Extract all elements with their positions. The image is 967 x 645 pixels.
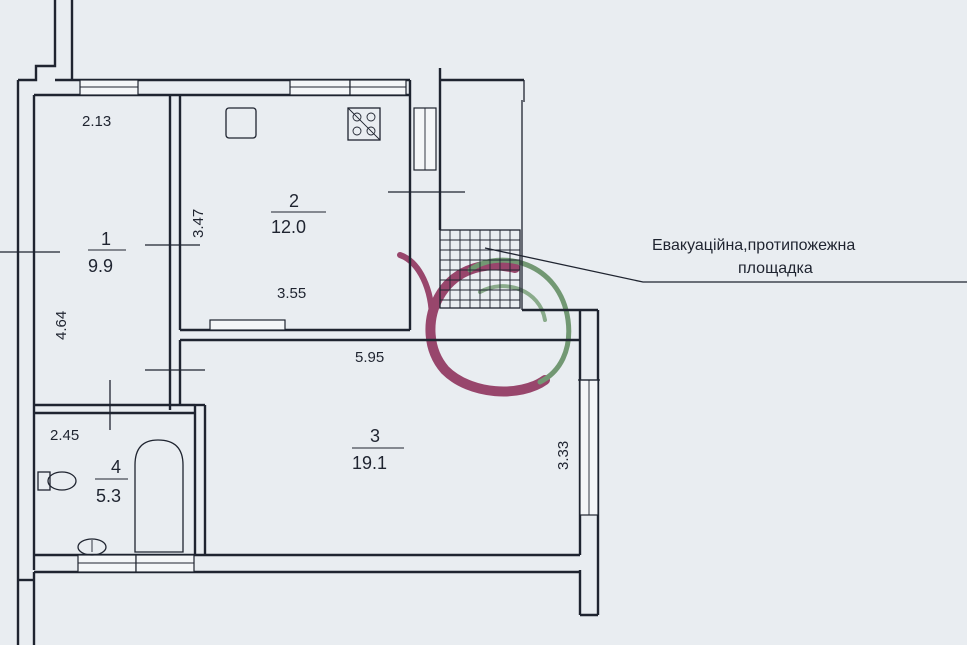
balcony-tile-grid <box>439 229 521 309</box>
svg-text:19.1: 19.1 <box>352 453 387 473</box>
dim-room2-width: 3.55 <box>277 285 306 302</box>
svg-text:5.3: 5.3 <box>96 486 121 506</box>
annotation-line-1: Евакуаційна,протипожежна <box>652 237 855 254</box>
svg-text:12.0: 12.0 <box>271 217 306 237</box>
walls <box>16 0 600 645</box>
dim-room3-width: 5.95 <box>355 349 384 366</box>
dim-room2-height: 3.47 <box>190 209 207 238</box>
fixtures <box>37 107 521 556</box>
dim-room1-length: 4.64 <box>53 311 70 340</box>
dim-room3-height: 3.33 <box>555 441 572 470</box>
room-label-1: 1 9.9 <box>88 229 126 276</box>
toilet-icon <box>37 471 77 491</box>
dim-room4-width: 2.45 <box>50 427 79 444</box>
watermark-logo <box>397 252 572 397</box>
annotation-line-2: площадка <box>738 260 813 277</box>
room-label-3: 3 19.1 <box>352 426 404 473</box>
dim-room1-width: 2.13 <box>82 113 111 130</box>
svg-text:4: 4 <box>111 457 121 477</box>
stove-icon <box>347 107 381 141</box>
svg-text:3: 3 <box>370 426 380 446</box>
axis-ticks <box>0 191 600 430</box>
washbasin-icon <box>77 538 107 556</box>
room-label-2: 2 12.0 <box>271 191 326 237</box>
windows <box>77 79 599 573</box>
svg-text:9.9: 9.9 <box>88 256 113 276</box>
bathtub-icon <box>134 439 184 553</box>
sink-icon <box>225 107 257 139</box>
svg-text:1: 1 <box>101 229 111 249</box>
room-label-4: 4 5.3 <box>95 457 128 506</box>
annotation-leader-line <box>484 247 967 283</box>
svg-text:2: 2 <box>289 191 299 211</box>
